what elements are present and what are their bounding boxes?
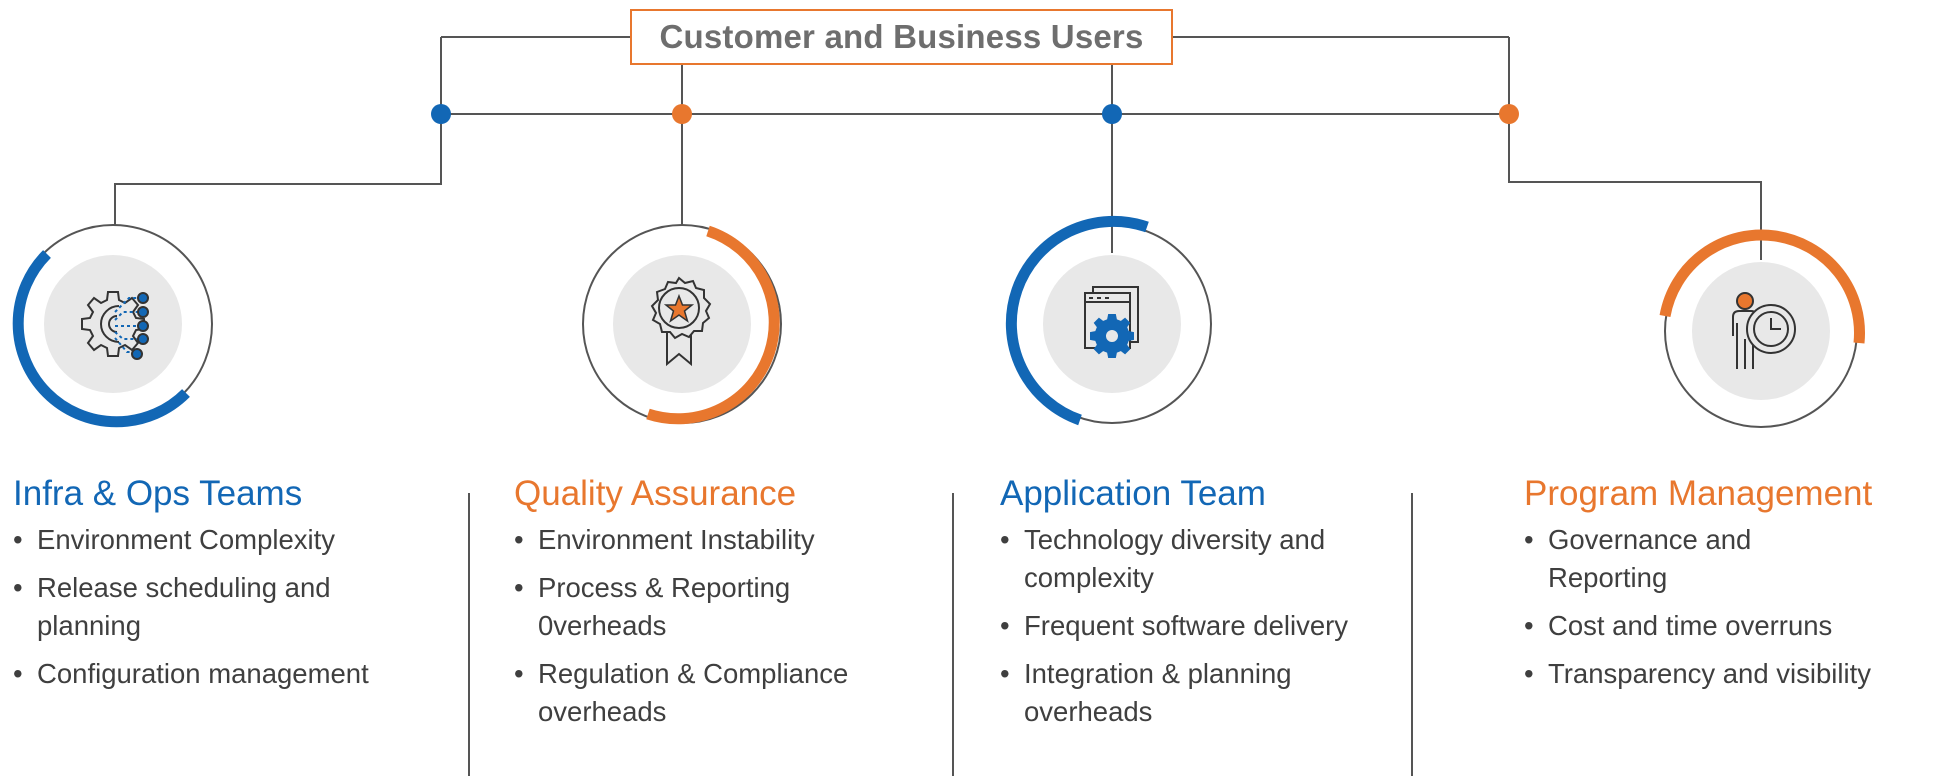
quality-assurance-column: Quality Assurance Environment Instabilit… — [514, 470, 938, 741]
quality-assurance-list: Environment Instability Process & Report… — [514, 521, 938, 731]
junction-dot-orange — [672, 104, 692, 124]
list-item: Release scheduling and planning — [13, 569, 367, 645]
list-item: Governance and Reporting — [1524, 521, 1848, 597]
quality-assurance-accent-arc — [646, 225, 780, 425]
list-item: Environment Instability — [514, 521, 938, 559]
person-clock-icon — [1732, 292, 1796, 369]
list-item: Frequent software delivery — [1000, 607, 1354, 645]
application-team-column: Application Team Technology diversity an… — [1000, 470, 1374, 741]
list-item: Integration & planning overheads — [1000, 655, 1374, 731]
application-team-list: Technology diversity and complexity Freq… — [1000, 521, 1374, 731]
list-item: Transparency and visibility — [1524, 655, 1872, 693]
gear-network-icon — [81, 291, 149, 360]
connector-lines — [114, 36, 1762, 260]
infra-ops-column: Infra & Ops Teams Environment Complexity… — [13, 470, 369, 703]
award-badge-icon — [650, 276, 712, 367]
column-divider — [952, 493, 954, 776]
program-management-title: Program Management — [1524, 474, 1873, 513]
infra-ops-node — [12, 224, 213, 428]
quality-assurance-title: Quality Assurance — [514, 474, 797, 513]
list-item: Cost and time overruns — [1524, 607, 1872, 645]
infra-ops-accent-arc — [12, 250, 190, 428]
application-team-node — [1005, 215, 1212, 426]
list-item: Regulation & Compliance overheads — [514, 655, 938, 731]
junction-dot-orange — [1499, 104, 1519, 124]
list-item: Process & Reporting 0verheads — [514, 569, 868, 645]
program-management-list: Governance and Reporting Cost and time o… — [1524, 521, 1872, 693]
junction-dots — [431, 104, 1519, 124]
list-item: Technology diversity and complexity — [1000, 521, 1354, 597]
junction-dot-blue — [1102, 104, 1122, 124]
infra-ops-list: Environment Complexity Release schedulin… — [13, 521, 369, 693]
infra-ops-title: Infra & Ops Teams — [13, 474, 303, 513]
program-management-accent-arc — [1659, 229, 1865, 344]
application-team-accent-arc — [1005, 215, 1149, 426]
program-management-column: Program Management Governance and Report… — [1524, 470, 1872, 703]
application-team-title: Application Team — [1000, 474, 1266, 513]
column-divider — [468, 493, 470, 776]
quality-assurance-node — [582, 224, 782, 425]
list-item: Configuration management — [13, 655, 369, 693]
program-management-node — [1659, 229, 1865, 428]
list-item: Environment Complexity — [13, 521, 369, 559]
junction-dot-blue — [431, 104, 451, 124]
customer-business-users-box: Customer and Business Users — [630, 9, 1173, 65]
column-divider — [1411, 493, 1413, 776]
browser-gear-icon — [1084, 286, 1139, 358]
top-box-title: Customer and Business Users — [659, 18, 1144, 55]
